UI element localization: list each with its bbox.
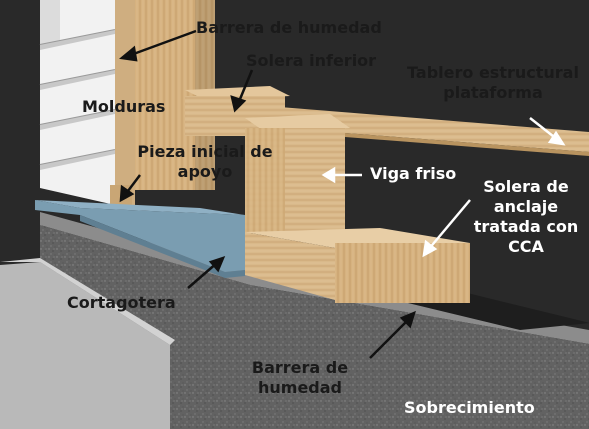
label-sobrecimiento: Sobrecimiento (404, 398, 535, 417)
dark-arrows (119, 29, 416, 359)
siding (39, 0, 116, 205)
label-pieza-line2: apoyo (177, 162, 233, 181)
label-molduras: Molduras (82, 97, 166, 116)
label-tablero-line1: Tablero estructural (407, 63, 579, 82)
label-barrera-humedad-top: Barrera de humedad (196, 18, 382, 37)
platform-board (255, 105, 589, 152)
label-solera-inferior: Solera inferior (246, 51, 377, 70)
rim-joist-front (245, 128, 285, 233)
label-solera-anclaje-line2: anclaje (493, 197, 559, 216)
label-solera-anclaje: Solera de anclaje tratada con CCA (470, 177, 582, 257)
label-solera-anclaje-line1: Solera de (483, 177, 569, 196)
foundation-face-shade (40, 225, 589, 429)
flashing-front (35, 200, 245, 272)
footing-slab (0, 262, 170, 429)
label-solera-anclaje-line3: tratada con (473, 217, 579, 236)
rim-joist-top (245, 114, 350, 132)
label-pieza-line1: Pieza inicial de (137, 142, 273, 161)
flashing-top (35, 200, 245, 215)
label-viga-friso: Viga friso (370, 164, 457, 183)
sill-plate-end (335, 243, 470, 303)
light-arrows (321, 117, 566, 258)
foundation-face (40, 225, 589, 429)
label-solera-anclaje-line4: CCA (508, 237, 544, 256)
label-pieza-inicial: Pieza inicial de apoyo (130, 142, 280, 182)
label-barrera-humedad-bottom: Barrera de humedad (240, 358, 360, 398)
sill-plate-front (245, 232, 335, 300)
label-tablero-line2: plataforma (443, 83, 543, 102)
label-barrera-bottom-line2: humedad (257, 378, 342, 397)
label-tablero-estructural: Tablero estructural plataforma (403, 63, 583, 103)
flashing-lip (80, 215, 245, 278)
footing-slab-top (0, 258, 175, 345)
label-cortagotera: Cortagotera (67, 293, 176, 312)
label-barrera-bottom-line1: Barrera de (251, 358, 349, 377)
